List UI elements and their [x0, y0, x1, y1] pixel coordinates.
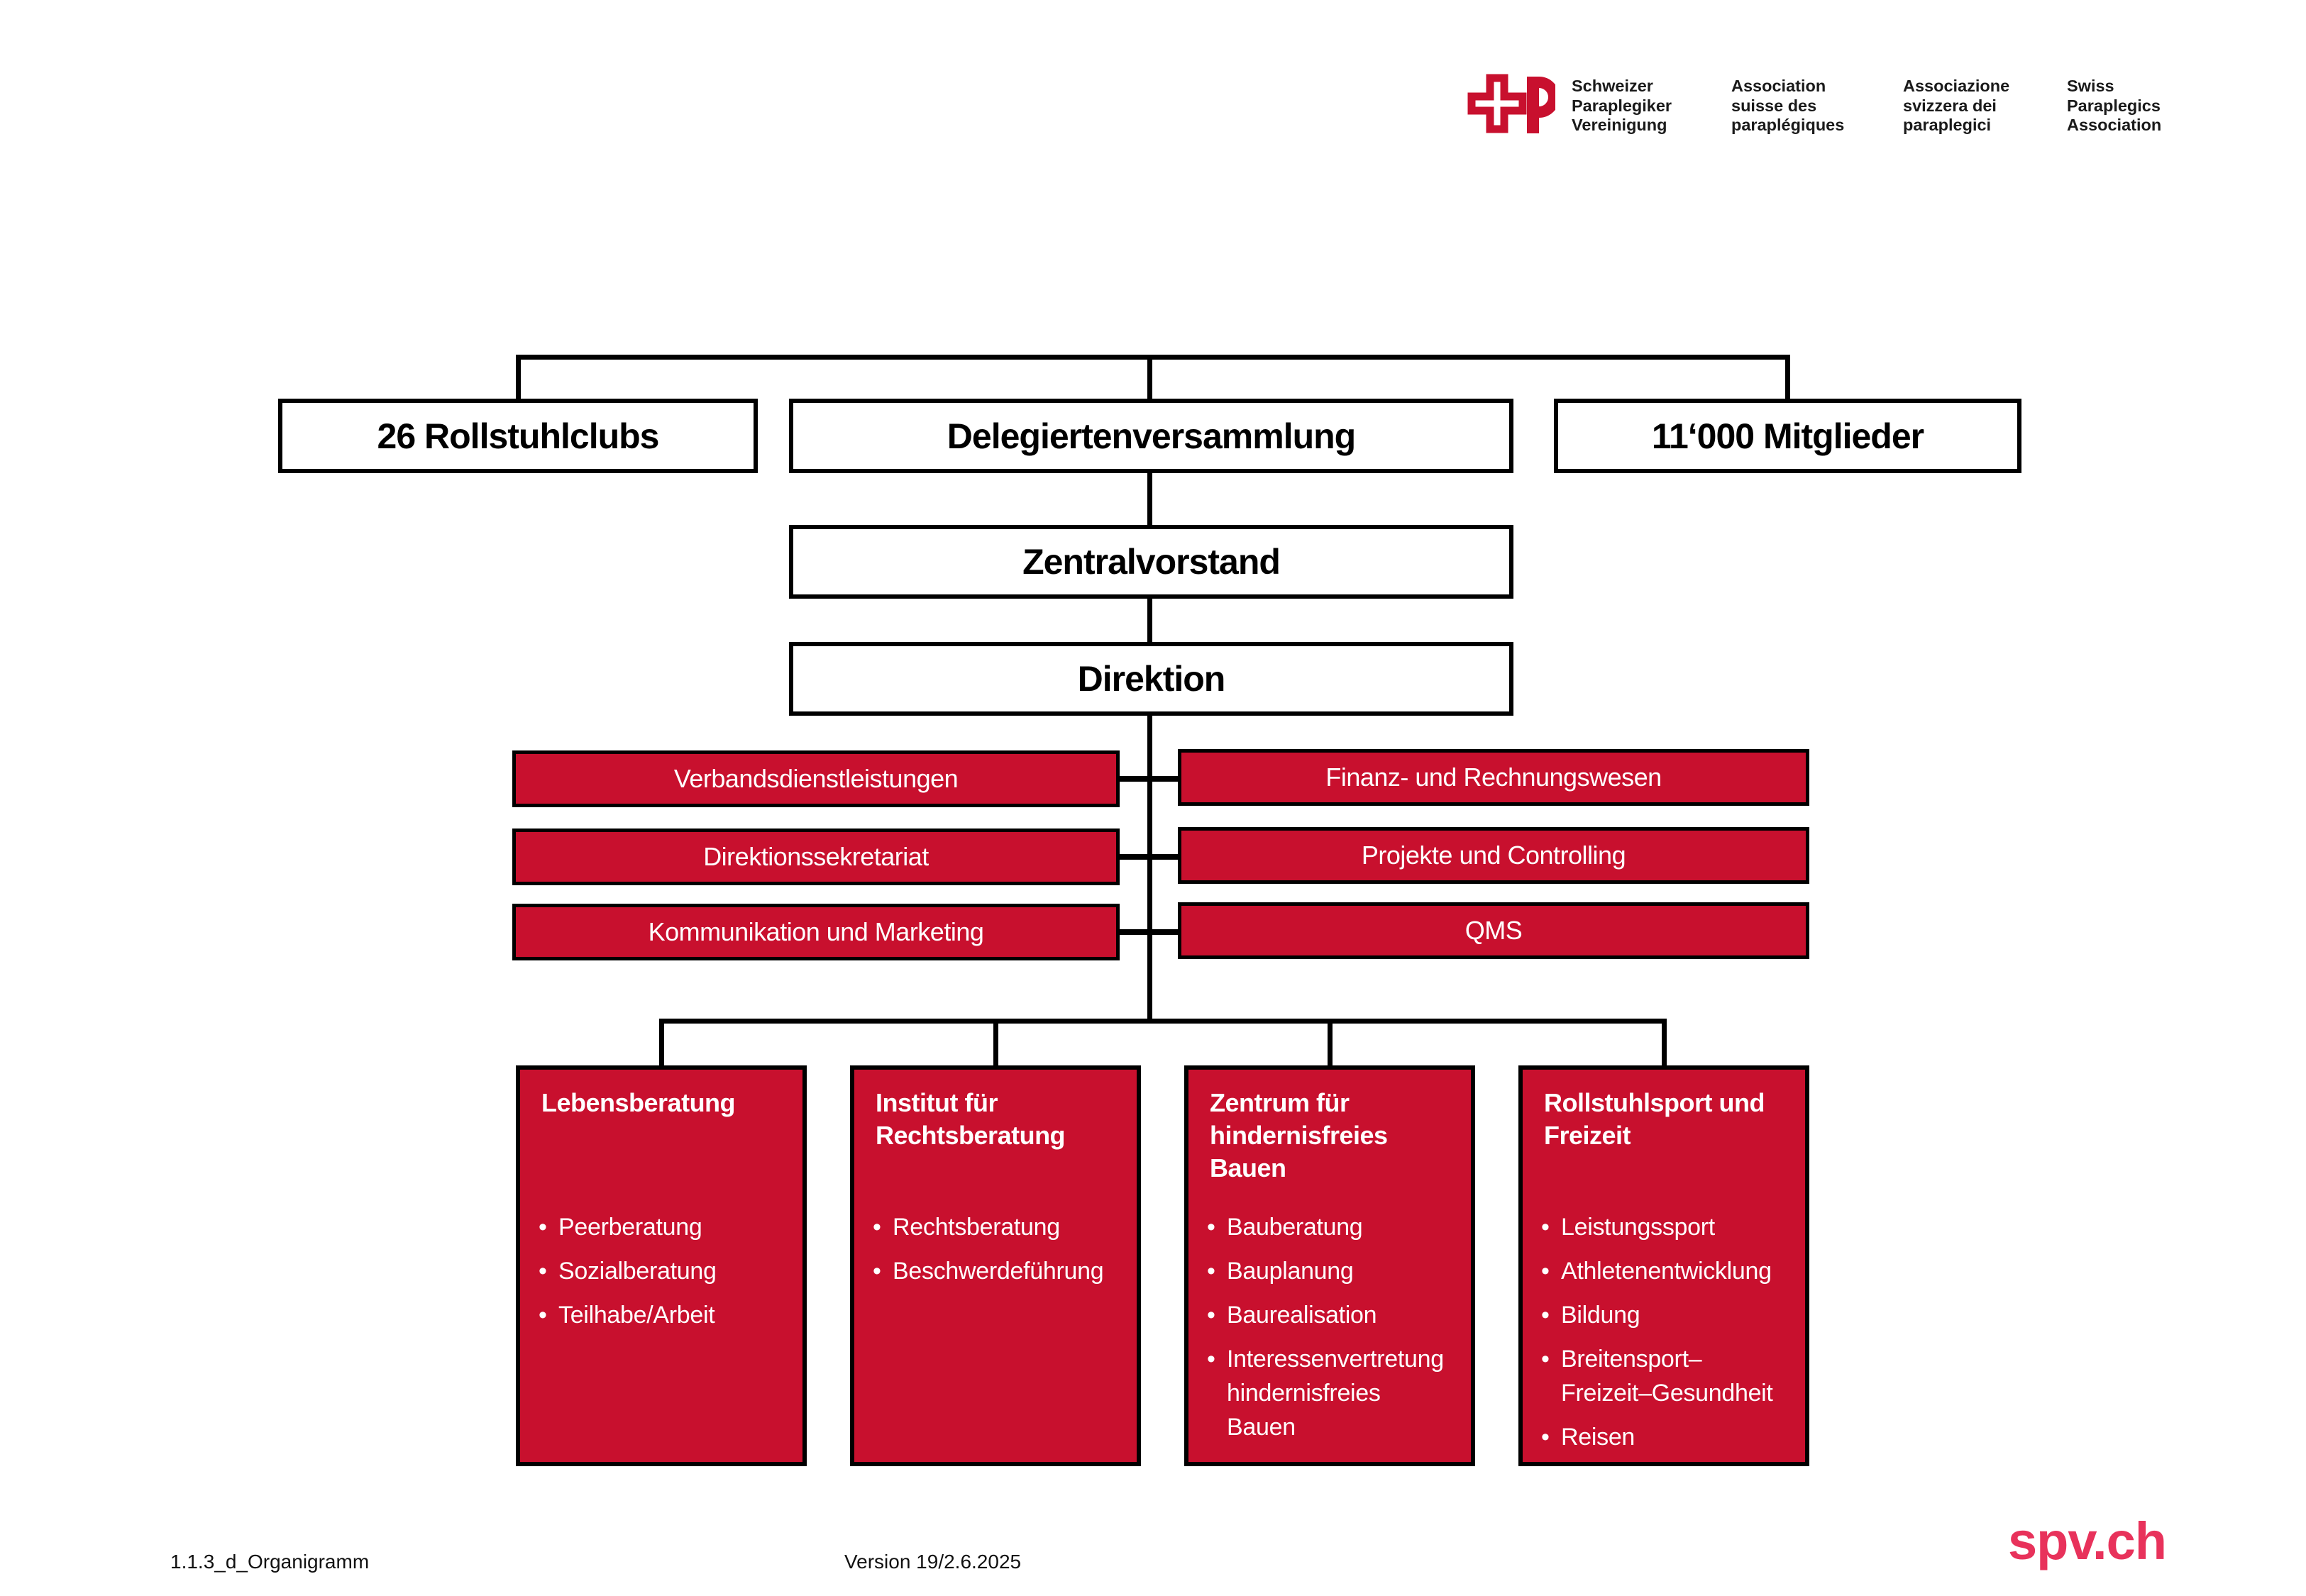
connector-top-bracket	[516, 355, 1790, 360]
dept-title: Institut für Rechtsberatung	[876, 1088, 1066, 1150]
dept-institut-rechtsberatung: Institut für Rechtsberatung Rechtsberatu…	[850, 1065, 1141, 1466]
dept-item: Peerberatung	[539, 1210, 787, 1244]
logo-text-french: Association suisse des paraplégiques	[1731, 77, 1845, 134]
spv-wordmark: spv.ch	[2008, 1512, 2167, 1570]
dept-rollstuhlsport-freizeit: Rollstuhlsport und Freizeit Leistungsspo…	[1518, 1065, 1809, 1466]
dept-item-list: Peerberatung Sozialberatung Teilhabe/Arb…	[520, 1210, 802, 1342]
node-label: QMS	[1464, 916, 1523, 945]
node-label: Direktionssekretariat	[703, 842, 929, 871]
node-label: Projekte und Controlling	[1361, 841, 1626, 870]
connector-stub-row2	[1120, 854, 1178, 860]
logo-text-german: Schweizer Paraplegiker Vereinigung	[1572, 77, 1672, 134]
node-kommunikation-marketing: Kommunikation und Marketing	[512, 904, 1120, 960]
dept-item: Bauberatung	[1207, 1210, 1455, 1244]
node-label: Delegiertenversammlung	[947, 416, 1356, 456]
footer-version: Version 19/2.6.2025	[844, 1551, 1022, 1573]
node-verbandsdienstleistungen: Verbandsdienstleistungen	[512, 750, 1120, 807]
dept-item: Teilhabe/Arbeit	[539, 1298, 787, 1332]
node-finanz-rechnungswesen: Finanz- und Rechnungswesen	[1178, 749, 1809, 806]
dept-item: Breitensport–Freizeit–Gesundheit	[1541, 1342, 1789, 1410]
dept-item: Interessenvertretung hindernisfreies Bau…	[1207, 1342, 1455, 1444]
dept-lebensberatung: Lebensberatung Peerberatung Sozialberatu…	[516, 1065, 807, 1466]
connector-drop-mitglieder	[1785, 355, 1790, 401]
connector-stub-row1	[1120, 776, 1178, 782]
node-mitglieder: 11‘000 Mitglieder	[1554, 399, 2021, 473]
dept-item: Leistungssport	[1541, 1210, 1789, 1244]
connector-stub-row3	[1120, 929, 1178, 935]
connector-drop-delegiertenversammlung	[1147, 355, 1152, 401]
connector-bottom-bracket	[659, 1019, 1667, 1024]
connector-drop-rollstuhlsport	[1662, 1019, 1667, 1065]
dept-title: Rollstuhlsport und Freizeit	[1544, 1088, 1765, 1150]
node-label: Direktion	[1077, 659, 1226, 699]
node-label: Verbandsdienstleistungen	[673, 764, 959, 793]
node-label: 26 Rollstuhlclubs	[377, 416, 660, 456]
node-qms: QMS	[1178, 902, 1809, 959]
node-projekte-controlling: Projekte und Controlling	[1178, 827, 1809, 884]
node-label: 11‘000 Mitglieder	[1651, 416, 1924, 456]
node-direktionssekretariat: Direktionssekretariat	[512, 829, 1120, 885]
dept-item: Beschwerdeführung	[873, 1254, 1121, 1288]
node-direktion: Direktion	[789, 642, 1513, 716]
node-delegiertenversammlung: Delegiertenversammlung	[789, 399, 1513, 473]
node-label: Kommunikation und Marketing	[648, 917, 984, 946]
node-label: Zentralvorstand	[1022, 542, 1281, 582]
dept-item: Baurealisation	[1207, 1298, 1455, 1332]
connector-drop-rechtsberatung	[993, 1019, 998, 1065]
connector-delegierten-zentralvorstand	[1147, 473, 1152, 525]
dept-item: Bauplanung	[1207, 1254, 1455, 1288]
footer-doc-id: 1.1.3_d_Organigramm	[170, 1551, 370, 1573]
connector-drop-rollstuhlclubs	[516, 355, 521, 401]
logo-text-english: Swiss Paraplegics Association	[2067, 77, 2162, 134]
dept-item: Bildung	[1541, 1298, 1789, 1332]
connector-drop-lebensberatung	[659, 1019, 664, 1065]
node-rollstuhlclubs: 26 Rollstuhlclubs	[278, 399, 758, 473]
dept-title: Lebensberatung	[541, 1088, 736, 1117]
spv-cross-p-logo	[1467, 74, 1555, 133]
dept-item: Athletenentwicklung	[1541, 1254, 1789, 1288]
dept-item-list: Bauberatung Bauplanung Baurealisation In…	[1188, 1210, 1471, 1454]
dept-item-list: Leistungssport Athletenentwicklung Bildu…	[1523, 1210, 1805, 1464]
node-label: Finanz- und Rechnungswesen	[1325, 763, 1662, 792]
dept-item: Sozialberatung	[539, 1254, 787, 1288]
dept-item: Rechtsberatung	[873, 1210, 1121, 1244]
connector-central-spine	[1147, 716, 1152, 1021]
node-zentralvorstand: Zentralvorstand	[789, 525, 1513, 599]
connector-drop-bauen	[1328, 1019, 1333, 1065]
connector-zentralvorstand-direktion	[1147, 599, 1152, 642]
dept-zentrum-hindernisfreies-bauen: Zentrum für hindernisfreies Bauen Bauber…	[1184, 1065, 1475, 1466]
dept-item: Reisen	[1541, 1420, 1789, 1454]
logo-text-italian: Associazione svizzera dei paraplegici	[1903, 77, 2010, 134]
dept-item-list: Rechtsberatung Beschwerdeführung	[854, 1210, 1137, 1298]
dept-title: Zentrum für hindernisfreies Bauen	[1210, 1088, 1388, 1182]
